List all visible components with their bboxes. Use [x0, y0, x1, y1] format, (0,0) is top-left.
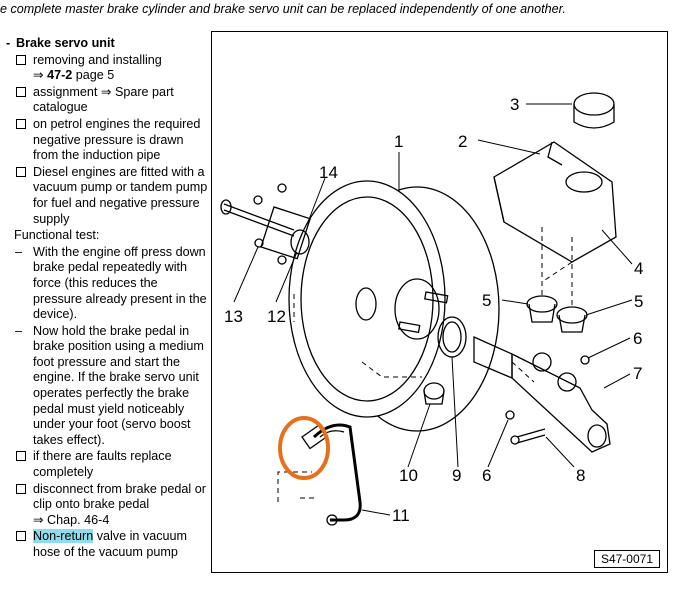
callout-6a: 6	[633, 329, 642, 348]
callout-5b: 5	[634, 292, 643, 311]
callout-9: 9	[452, 466, 461, 485]
callout-2: 2	[458, 132, 467, 151]
callout-5a: 5	[482, 291, 491, 310]
callout-3: 3	[510, 95, 519, 114]
reservoir	[493, 141, 617, 263]
bullet-faults: if there are faults replace completely	[0, 449, 210, 480]
chapter-link[interactable]: ⇒ Chap. 46-4	[33, 512, 110, 527]
highlight-circle	[278, 416, 330, 480]
callout-1: 1	[394, 132, 403, 151]
checkbox-icon	[16, 483, 26, 494]
checkbox-icon	[16, 118, 26, 129]
pushrod-flange	[260, 206, 311, 260]
bullet-diesel: Diesel engines are fitted with a vacuum …	[0, 165, 210, 227]
master-cylinder-front	[473, 335, 513, 379]
bullet-petrol: on petrol engines the required negative …	[0, 117, 210, 164]
callout-labels: 1 2 3 4 5 5 6 7 8 6 9 10 11 12 13 14	[224, 95, 643, 525]
callout-10: 10	[399, 466, 418, 485]
bullet-disconnect: disconnect from brake pedal or clip onto…	[0, 482, 210, 529]
section-heading: -Brake servo unit	[6, 36, 115, 50]
master-cylinder-body	[511, 352, 611, 453]
seal-ring	[437, 316, 467, 358]
bullet-removing: removing and installing ⇒ 47-2 page 5	[0, 53, 210, 84]
callout-6b: 6	[482, 466, 491, 485]
callout-8: 8	[576, 466, 585, 485]
brake-servo-drawing: 1 2 3 4 5 5 6 7 8 6 9 10 11 12 13 14	[220, 92, 643, 526]
figure-id: S47-0071	[593, 550, 660, 568]
cap-right	[556, 306, 588, 324]
reference-link[interactable]: 47-2	[47, 68, 73, 83]
bullet-assignment: assignment ⇒ Spare part catalogue	[0, 85, 210, 116]
highlighted-term: Non-return	[33, 529, 94, 544]
servo-hole	[355, 287, 377, 321]
callout-11: 11	[392, 506, 410, 525]
dash-item-hold-pedal: –Now hold the brake pedal in brake posit…	[15, 323, 204, 447]
top-text: e complete master brake cylinder and bra…	[0, 2, 566, 16]
callout-7: 7	[633, 364, 642, 383]
reservoir-cap	[573, 92, 615, 116]
vacuum-hose	[312, 423, 362, 522]
callout-4: 4	[634, 259, 643, 278]
bullet-non-return: Non-return valve in vacuum hose of the v…	[0, 529, 210, 560]
checkbox-icon	[16, 451, 26, 462]
checkbox-icon	[16, 166, 26, 177]
exploded-diagram: 1 2 3 4 5 5 6 7 8 6 9 10 11 12 13 14 S47…	[211, 31, 668, 573]
checkbox-icon	[16, 54, 26, 65]
checkbox-icon	[16, 531, 26, 542]
functional-test-label: Functional test:	[14, 228, 100, 243]
vacuum-valve	[423, 382, 445, 400]
checkbox-icon	[16, 86, 26, 97]
callout-14: 14	[319, 163, 338, 182]
cap-left	[526, 295, 558, 313]
left-column: -Brake servo unit removing and installin…	[0, 36, 210, 562]
dash-item-engine-off: –With the engine off press down brake pe…	[15, 244, 207, 322]
callout-12: 12	[267, 307, 286, 326]
servo-front-shell	[288, 180, 446, 418]
callout-13: 13	[224, 307, 243, 326]
